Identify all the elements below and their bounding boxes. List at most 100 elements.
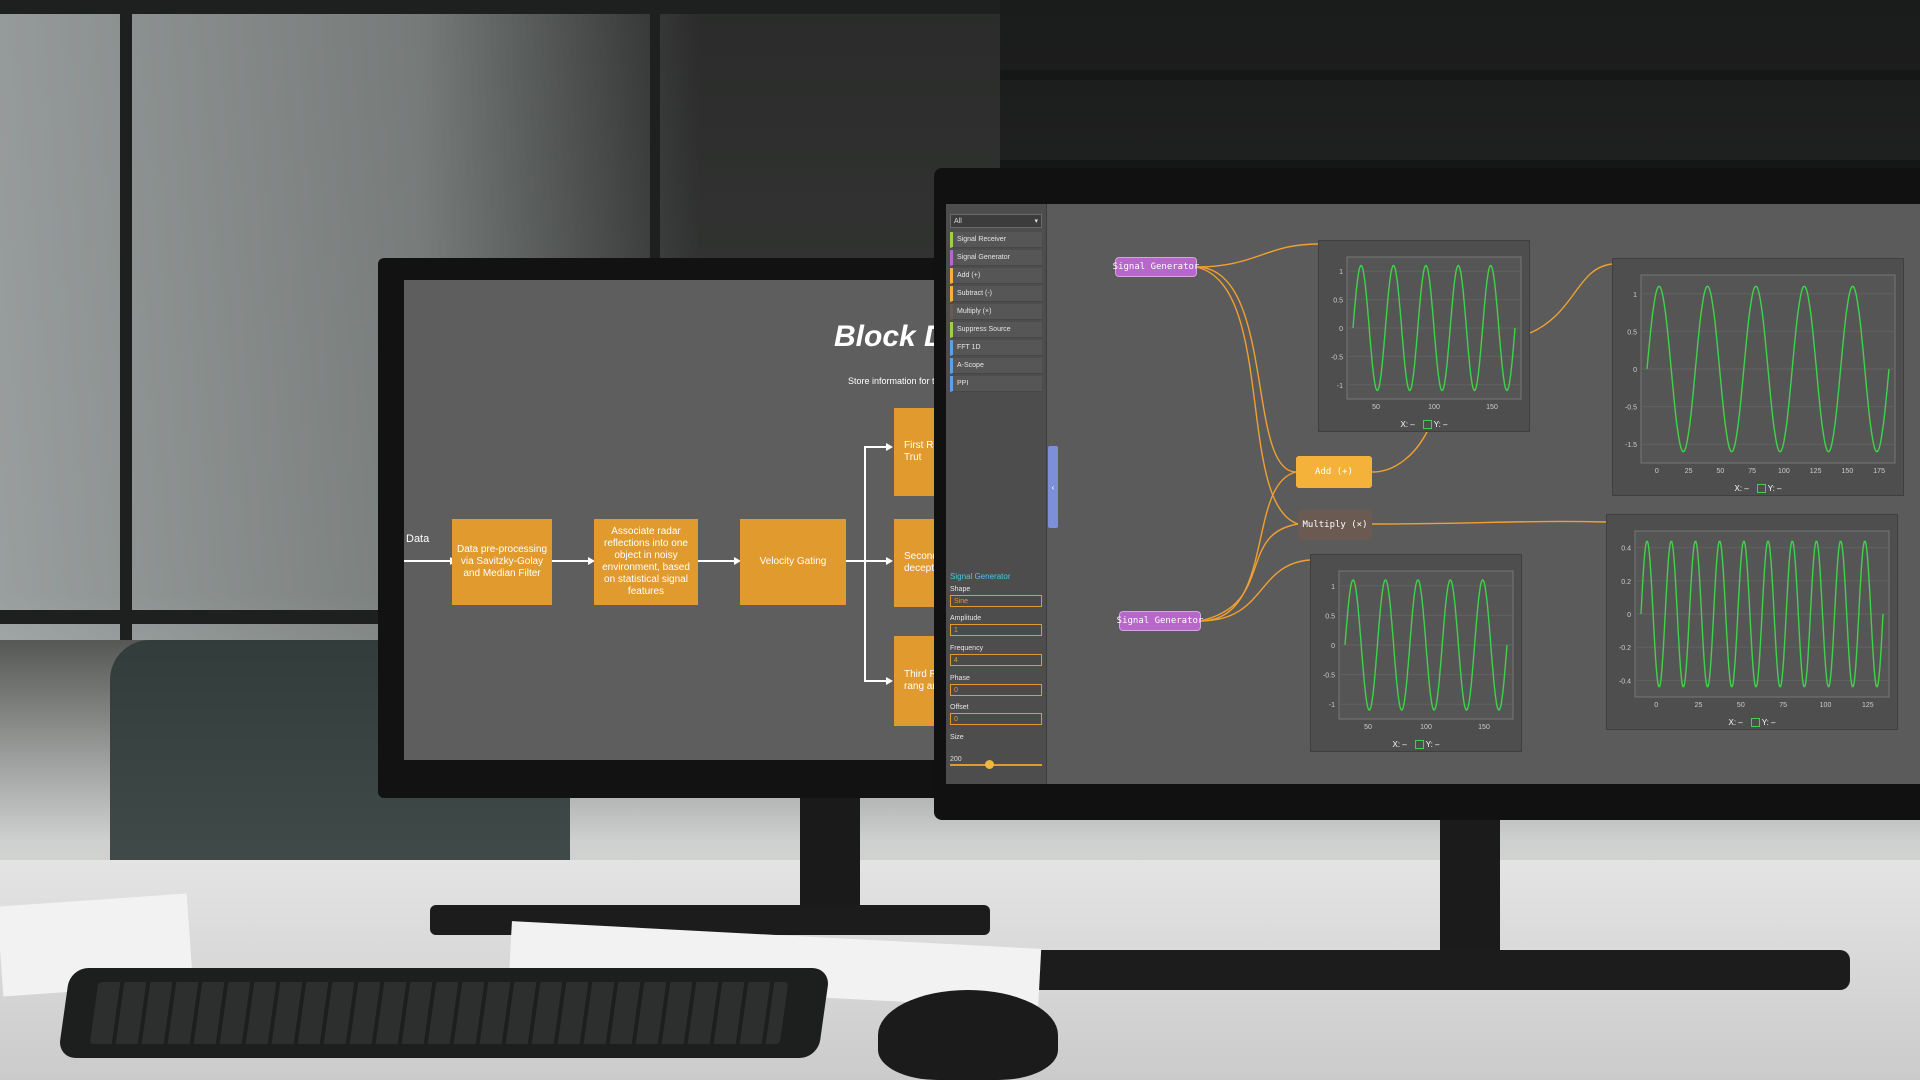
size-slider-thumb[interactable] bbox=[984, 760, 994, 769]
node-library-item[interactable]: FFT 1D bbox=[950, 340, 1042, 356]
legend-swatch-icon bbox=[1756, 484, 1766, 493]
x-tick-label: 75 bbox=[1748, 468, 1756, 475]
y-readout: Y: – bbox=[1761, 717, 1776, 727]
association-block: Associate radar reflections into one obj… bbox=[594, 519, 698, 605]
x-tick-label: 150 bbox=[1478, 724, 1490, 731]
arrow-line bbox=[404, 560, 450, 562]
arrow-line bbox=[864, 680, 888, 682]
frequency-label: Frequency bbox=[950, 645, 984, 652]
shape-label: Shape bbox=[950, 586, 971, 593]
x-tick-label: 0 bbox=[1654, 702, 1658, 709]
y-readout: Y: – bbox=[1433, 419, 1448, 429]
x-tick-label: 175 bbox=[1873, 468, 1885, 475]
chevron-left-icon: ‹ bbox=[1051, 482, 1055, 492]
y-tick-label: -0.2 bbox=[1619, 645, 1631, 652]
connection-wire bbox=[1195, 243, 1319, 268]
node-library-item[interactable]: Signal Receiver bbox=[950, 232, 1042, 248]
y-tick-label: 1 bbox=[1339, 269, 1343, 276]
x-tick-label: 100 bbox=[1778, 468, 1790, 475]
signal-generator-node-top[interactable]: Signal Generator bbox=[1113, 258, 1199, 276]
y-tick-label: 1 bbox=[1331, 584, 1335, 591]
node-library-item[interactable]: Add (+) bbox=[950, 268, 1042, 284]
arrow-head bbox=[588, 557, 595, 565]
signal-trace bbox=[1646, 285, 1890, 453]
node-library-item[interactable]: Subtract (-) bbox=[950, 286, 1042, 302]
x-tick-label: 50 bbox=[1716, 468, 1724, 475]
connection-wires bbox=[1195, 243, 1613, 622]
add-node[interactable]: Add (+) bbox=[1296, 456, 1372, 488]
arrow-line bbox=[552, 560, 588, 562]
arrow-head bbox=[734, 557, 741, 565]
left-monitor-stand bbox=[800, 790, 860, 910]
x-tick-label: 0 bbox=[1655, 468, 1659, 475]
shape-select[interactable]: Sine bbox=[950, 595, 1042, 607]
phase-label: Phase bbox=[950, 675, 970, 682]
node-library-item[interactable]: Suppress Source bbox=[950, 322, 1042, 338]
signal-trace bbox=[1352, 264, 1516, 392]
amplitude-input[interactable]: 1 bbox=[950, 624, 1042, 636]
size-slider-track[interactable] bbox=[950, 764, 1042, 766]
x-tick-label: 100 bbox=[1420, 724, 1432, 731]
phase-input[interactable]: 0 bbox=[950, 684, 1042, 696]
x-tick-label: 100 bbox=[1820, 702, 1832, 709]
block-diagram-slide: Block D Store information for the Data D… bbox=[404, 280, 988, 760]
node-library-item[interactable]: PPI bbox=[950, 376, 1042, 392]
y-tick-label: 0.5 bbox=[1627, 329, 1637, 336]
category-value: All bbox=[954, 218, 962, 225]
x-readout: X: – bbox=[1400, 419, 1415, 429]
y-tick-label: -0.4 bbox=[1619, 678, 1631, 685]
keyboard bbox=[57, 968, 831, 1058]
right-monitor-stand bbox=[1440, 815, 1500, 955]
x-tick-label: 25 bbox=[1685, 468, 1693, 475]
y-tick-label: 0 bbox=[1633, 367, 1637, 374]
arrow-head bbox=[886, 443, 893, 451]
y-tick-label: 0.5 bbox=[1325, 613, 1335, 620]
amplitude-label: Amplitude bbox=[950, 615, 982, 622]
offset-label: Offset bbox=[950, 704, 969, 711]
size-label: Size bbox=[950, 734, 964, 741]
node-library-item[interactable]: Signal Generator bbox=[950, 250, 1042, 266]
y-readout: Y: – bbox=[1425, 739, 1440, 749]
frequency-input[interactable]: 4 bbox=[950, 654, 1042, 666]
diagram-title: Block D bbox=[834, 320, 946, 353]
legend-swatch-icon bbox=[1414, 740, 1424, 749]
keyboard-keys bbox=[89, 982, 789, 1044]
y-tick-label: -0.5 bbox=[1323, 673, 1335, 680]
legend-swatch-icon bbox=[1422, 420, 1432, 429]
diagram-note: Store information for the bbox=[848, 376, 945, 386]
multiply-node[interactable]: Multiply (×) bbox=[1298, 510, 1372, 540]
signal-trace bbox=[1640, 540, 1884, 688]
node-graph-canvas[interactable]: Signal Generator Signal Generator Add (+… bbox=[1056, 204, 1920, 784]
signal-generator-node-bottom[interactable]: Signal Generator bbox=[1117, 612, 1203, 630]
arrow-line bbox=[698, 560, 734, 562]
node-library-item[interactable]: A-Scope bbox=[950, 358, 1042, 374]
connection-wire bbox=[1199, 471, 1297, 622]
offset-input[interactable]: 0 bbox=[950, 713, 1042, 725]
arrow-line bbox=[864, 560, 888, 562]
node-library-item[interactable]: Multiply (×) bbox=[950, 304, 1042, 320]
connection-wire bbox=[1371, 429, 1429, 473]
y-tick-label: 0.5 bbox=[1333, 298, 1343, 305]
chevron-down-icon: ▾ bbox=[1034, 218, 1038, 225]
y-tick-label: 0 bbox=[1331, 643, 1335, 650]
category-dropdown[interactable]: All ▾ bbox=[950, 214, 1042, 228]
y-tick-label: -1 bbox=[1337, 383, 1343, 390]
arrow-head bbox=[886, 557, 893, 565]
x-tick-label: 50 bbox=[1372, 404, 1380, 411]
y-tick-label: -0.5 bbox=[1625, 405, 1637, 412]
shelf-line bbox=[1000, 70, 1920, 80]
y-tick-label: -1 bbox=[1329, 702, 1335, 709]
y-readout: Y: – bbox=[1767, 483, 1782, 493]
sidebar-collapse-handle[interactable]: ‹ bbox=[1048, 446, 1058, 528]
